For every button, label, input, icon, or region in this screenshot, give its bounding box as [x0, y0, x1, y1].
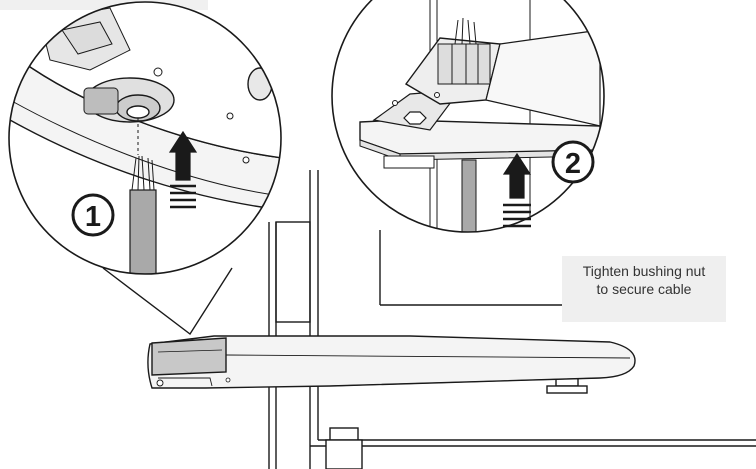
detail-circle-1	[8, 1, 282, 275]
step-2-badge: 2	[551, 140, 595, 184]
step-1-badge: 1	[71, 193, 115, 237]
gate-operator-arm	[147, 335, 636, 394]
instruction-caption: Tighten bushing nut to secure cable	[562, 256, 726, 322]
callout-pointer	[102, 267, 233, 336]
caption-line-2: to secure cable	[596, 281, 692, 297]
detail-circle-2	[331, 0, 605, 233]
up-arrow-icon	[502, 152, 532, 228]
up-arrow-icon	[168, 130, 198, 209]
top-strip	[0, 0, 208, 10]
caption-line-1: Tighten bushing nut	[582, 263, 706, 279]
step-1-label: 1	[85, 201, 101, 233]
step-2-label: 2	[565, 148, 581, 180]
